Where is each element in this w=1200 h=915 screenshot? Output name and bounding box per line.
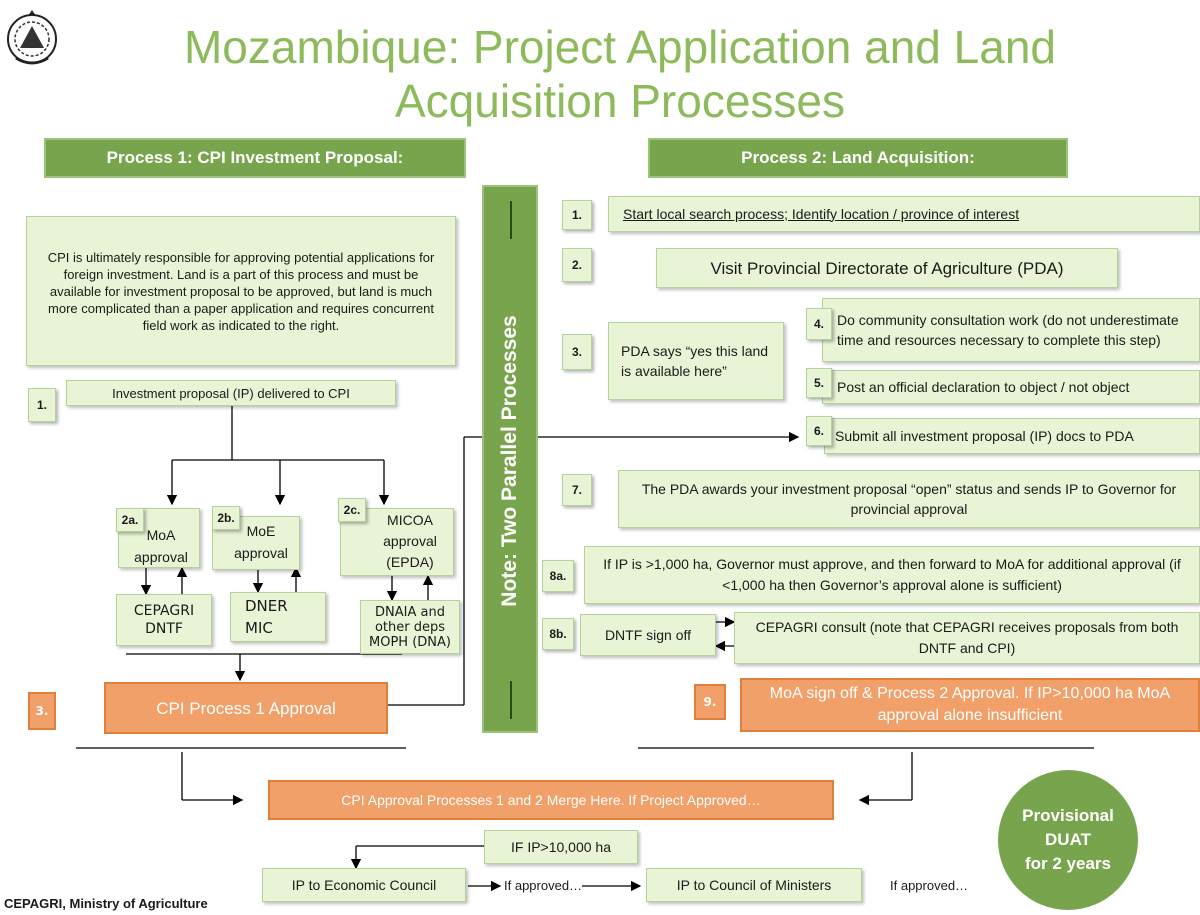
- p2-step9-number: 9.: [694, 684, 726, 720]
- duat-line-1: Provisional: [1022, 806, 1114, 825]
- duat-line-2: DUAT: [1045, 830, 1091, 849]
- p2-step1-box: Start local search process; Identify loc…: [608, 196, 1200, 232]
- p1-sub2b-box: DNER MIC: [230, 592, 326, 642]
- page-title: Mozambique: Project Application and Land…: [120, 20, 1120, 130]
- if-approved-text-2: If approved…: [890, 878, 969, 893]
- p2-step6-box: Submit all investment proposal (IP) docs…: [824, 418, 1200, 454]
- footer-source: CEPAGRI, Ministry of Agriculture: [4, 896, 208, 911]
- p1-step2a-number: 2a.: [116, 508, 144, 532]
- p2-step7-number: 7.: [562, 474, 592, 506]
- p2-step2-number: 2.: [562, 248, 592, 282]
- title-line-2: Acquisition Processes: [395, 75, 845, 127]
- process2-header: Process 2: Land Acquisition:: [648, 138, 1068, 178]
- vbar-bottom-tick: [510, 681, 512, 719]
- p1-step2c-text: MICOA approval (EPDA): [366, 510, 454, 573]
- p2-step8b-consult-box: CEPAGRI consult (note that CEPAGRI recei…: [734, 612, 1200, 664]
- p2-step1-number: 1.: [562, 200, 592, 230]
- p2-step4-box: Do community consultation work (do not u…: [822, 298, 1200, 362]
- p2-step3-number: 3.: [562, 334, 592, 370]
- p2-step4-number: 4.: [806, 308, 832, 340]
- p1-step2b-label: MoE approval: [234, 523, 288, 561]
- parallel-processes-bar: Note: Two Parallel Processes: [482, 185, 538, 733]
- if-ip-10000-box: IF IP>10,000 ha: [484, 830, 638, 864]
- p1-step2b-text: MoE approval: [222, 520, 300, 564]
- parallel-processes-note: Note: Two Parallel Processes: [498, 315, 521, 607]
- merge-box: CPI Approval Processes 1 and 2 Merge Her…: [268, 780, 834, 820]
- p1-step1-number: 1.: [28, 388, 56, 422]
- p2-step8a-number: 8a.: [542, 560, 574, 592]
- p2-step7-box: The PDA awards your investment proposal …: [618, 470, 1200, 528]
- duat-line-3: for 2 years: [1024, 854, 1111, 873]
- p2-step2-box: Visit Provincial Directorate of Agricult…: [656, 248, 1118, 288]
- ip-council-ministers-box: IP to Council of Ministers: [646, 868, 862, 902]
- p1-sub2c-box: DNAIA and other deps MOPH (DNA): [360, 600, 460, 654]
- title-line-1: Mozambique: Project Application and Land: [183, 21, 1056, 73]
- if-approved-text-1: If approved…: [504, 878, 583, 893]
- mozambique-emblem: [4, 8, 60, 70]
- p2-step9-box: MoA sign off & Process 2 Approval. If IP…: [740, 678, 1200, 732]
- p2-step5-number: 5.: [806, 368, 832, 398]
- p1-step3-box: CPI Process 1 Approval: [104, 682, 388, 734]
- p1-step3-number: 3.: [28, 692, 56, 730]
- p1-step2a-text: MoA approval: [122, 524, 200, 568]
- cpi-note: CPI is ultimately responsible for approv…: [26, 216, 456, 366]
- p2-step3-box: PDA says “yes this land is available her…: [608, 322, 784, 400]
- p2-step8a-box: If IP is >1,000 ha, Governor must approv…: [584, 546, 1200, 604]
- p2-step1-text: Start local search process; Identify loc…: [623, 205, 1020, 222]
- p1-step2b-number: 2b.: [212, 506, 240, 530]
- provisional-duat-circle: Provisional DUAT for 2 years: [998, 770, 1138, 910]
- p2-step8b-box: DNTF sign off: [580, 614, 716, 656]
- p1-step2c-label: MICOA approval (EPDA): [383, 512, 437, 570]
- vbar-top-tick: [510, 201, 512, 239]
- p2-step5-box: Post an official declaration to object /…: [822, 370, 1200, 404]
- p2-step8b-number: 8b.: [542, 618, 574, 650]
- p1-step2a-label: MoA approval: [134, 527, 188, 565]
- process1-header: Process 1: CPI Investment Proposal:: [44, 138, 466, 178]
- p1-sub2a-box: CEPAGRI DNTF: [116, 594, 212, 646]
- p2-step6-number: 6.: [806, 416, 832, 446]
- ip-economic-council-box: IP to Economic Council: [262, 868, 466, 902]
- p1-step1-box: Investment proposal (IP) delivered to CP…: [66, 380, 396, 406]
- p1-step2c-number: 2c.: [338, 498, 366, 522]
